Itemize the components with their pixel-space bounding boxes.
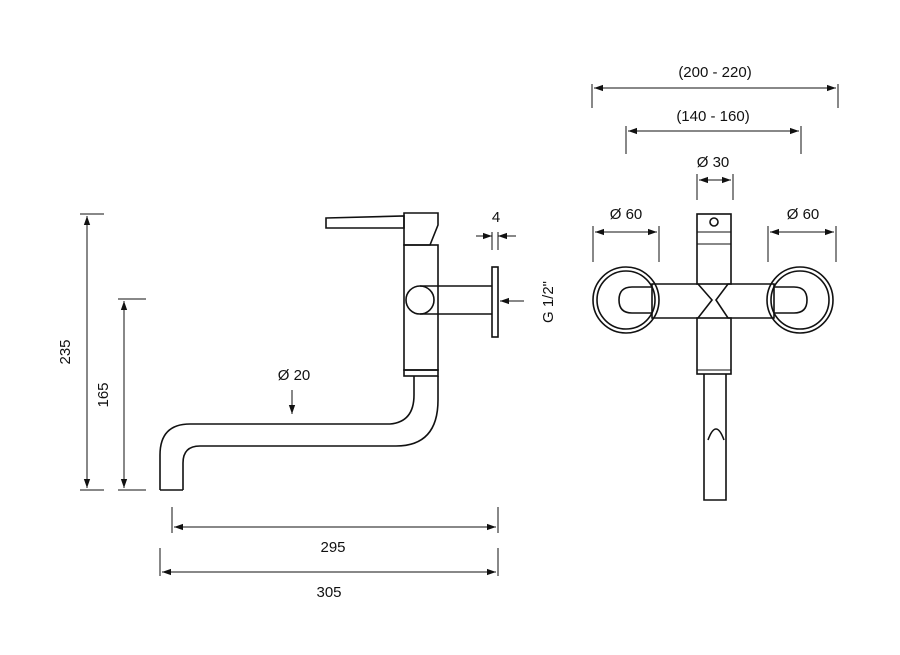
connection-pipe xyxy=(420,285,492,315)
spout-collar xyxy=(403,369,439,377)
right-eccentric xyxy=(774,286,808,314)
dim-spout-diameter: Ø 20 xyxy=(278,367,311,384)
front-body-top xyxy=(696,213,732,285)
wall-flange xyxy=(491,266,499,338)
dim-thread: G 1/2" xyxy=(540,281,557,323)
lever-handle xyxy=(325,215,405,229)
connection-circle xyxy=(405,285,435,315)
dim-overall-width: (200 - 220) xyxy=(678,64,751,81)
body-cap xyxy=(403,212,439,246)
dim-spout-reach: 295 xyxy=(320,539,345,556)
front-body-bottom xyxy=(696,317,732,375)
dim-flange-left: Ø 60 xyxy=(610,206,643,223)
spout-outer xyxy=(159,376,415,490)
right-flange xyxy=(766,266,834,334)
dim-centers: (140 - 160) xyxy=(676,108,749,125)
dim-total-reach: 305 xyxy=(316,584,341,601)
index-dot xyxy=(709,217,719,227)
left-eccentric xyxy=(618,286,652,314)
dim-body-diameter: Ø 30 xyxy=(697,154,730,171)
dim-spout-height: 165 xyxy=(95,382,112,407)
left-flange xyxy=(592,266,660,334)
front-view: (200 - 220) (140 - 160) Ø 30 Ø 60 Ø 60 xyxy=(591,64,839,501)
spout-inner xyxy=(182,376,439,490)
right-arm xyxy=(715,283,775,319)
left-arm xyxy=(651,283,714,319)
side-view: 4 G 1/2" Ø 20 235 165 295 305 xyxy=(57,209,557,601)
dim-flange-right: Ø 60 xyxy=(787,206,820,223)
front-spout xyxy=(703,374,727,501)
dim-thickness: 4 xyxy=(492,209,500,226)
dim-total-height: 235 xyxy=(57,339,74,364)
